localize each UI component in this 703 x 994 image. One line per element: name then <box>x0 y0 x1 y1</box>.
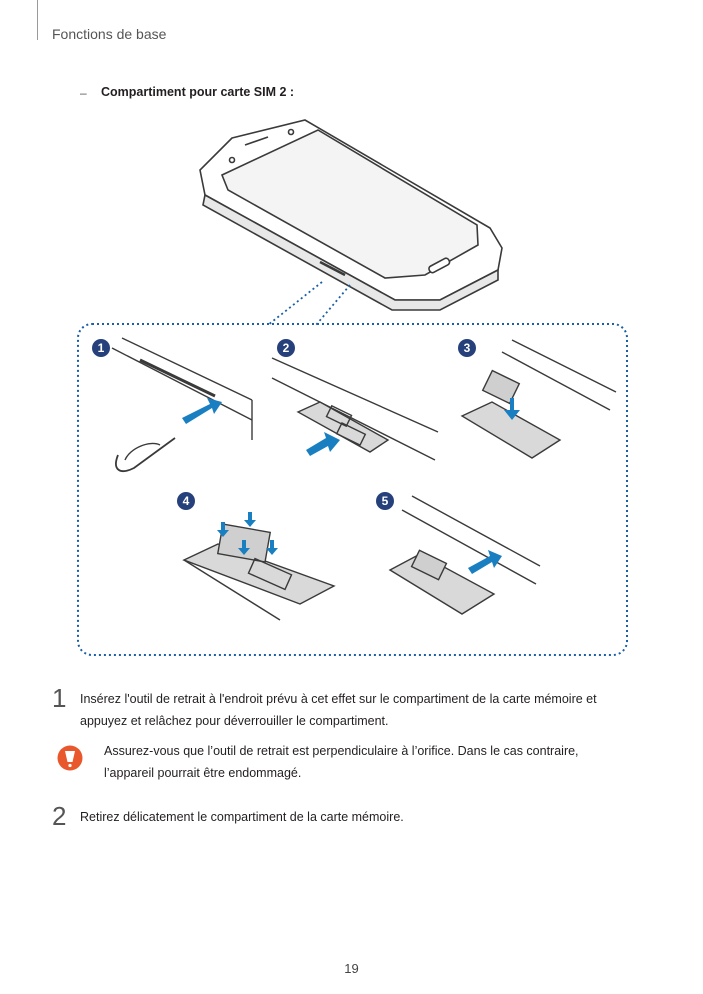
step-1-line-1: Insérez l'outil de retrait à l'endroit p… <box>80 692 597 706</box>
badge-4-label: 4 <box>183 494 190 508</box>
step-1-number: 1 <box>52 683 67 713</box>
arrow-push-tray <box>468 550 502 574</box>
header-rule <box>37 0 38 40</box>
connector-lines <box>267 281 351 326</box>
step-2-text: Retirez délicatement le compartiment de … <box>80 810 404 824</box>
panel-5 <box>388 495 541 615</box>
arrow-drop-sim <box>504 398 520 420</box>
badge-5 <box>376 492 394 510</box>
badge-1 <box>92 339 110 357</box>
badge-5-label: 5 <box>382 494 389 508</box>
phone-illustration <box>199 119 503 311</box>
section-title: Fonctions de base <box>52 26 167 42</box>
badge-4 <box>177 492 195 510</box>
arrow-pull-tray <box>306 432 340 456</box>
warning-text: Assurez-vous que l’outil de retrait est … <box>104 740 579 784</box>
badge-3 <box>458 339 476 357</box>
step-2-number: 2 <box>52 801 67 831</box>
badge-2 <box>277 339 295 357</box>
badge-3-label: 3 <box>464 341 471 355</box>
dotted-frame <box>77 323 628 656</box>
step-badges <box>92 339 476 510</box>
bullet-dash: – <box>80 86 87 100</box>
badge-2-label: 2 <box>283 341 290 355</box>
panel-2 <box>271 357 439 461</box>
arrows-press-sim <box>217 512 278 555</box>
page-number: 19 <box>344 961 359 976</box>
step-1-text: Insérez l'outil de retrait à l'endroit p… <box>80 688 597 732</box>
caution-icon <box>57 745 83 771</box>
panel-4 <box>182 523 336 621</box>
badge-1-label: 1 <box>98 341 105 355</box>
step-1-line-2: appuyez et relâchez pour déverrouiller l… <box>80 714 389 728</box>
panel-1 <box>111 337 253 472</box>
arrow-insert-tool <box>182 398 222 424</box>
sim2-heading: Compartiment pour carte SIM 2 : <box>101 85 295 99</box>
panel-3 <box>460 339 617 459</box>
warning-line-1: Assurez-vous que l’outil de retrait est … <box>104 744 579 758</box>
warning-line-2: l’appareil pourrait être endommagé. <box>104 766 302 780</box>
